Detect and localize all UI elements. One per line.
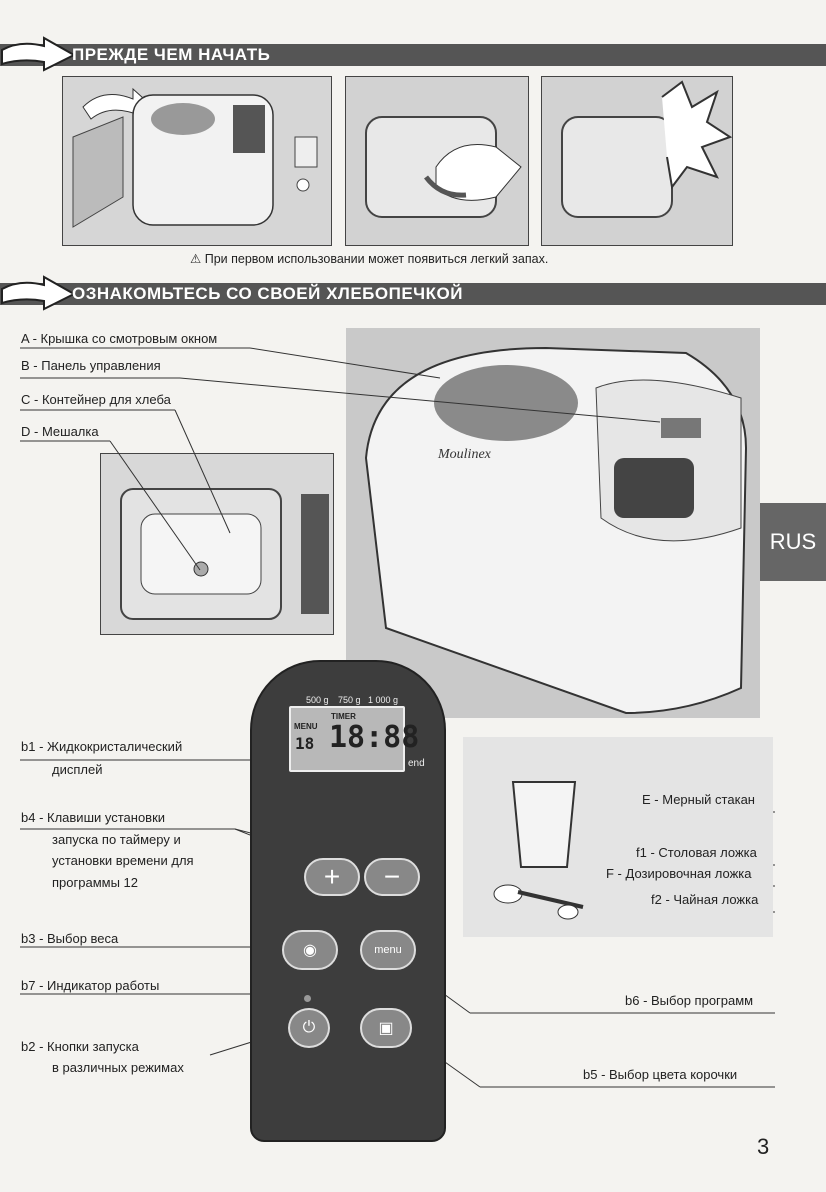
language-tab: RUS <box>760 503 826 581</box>
label-b4-line3: установки времени для <box>52 853 194 868</box>
label-f1: f1 - Столовая ложка <box>636 845 757 860</box>
label-b4-line4: программы 12 <box>52 875 138 890</box>
label-e: E - Мерный стакан <box>642 792 755 807</box>
label-b4: b4 - Клавиши установки <box>21 810 165 825</box>
program-number: 18 <box>295 734 314 753</box>
lcd-display: TIMER MENU 18 18:88 <box>289 706 405 772</box>
menu-button[interactable]: menu <box>360 930 416 970</box>
label-f: F - Дозировочная ложка <box>606 866 751 881</box>
page-number: 3 <box>757 1134 769 1160</box>
crust-icon: ▣ <box>378 1018 393 1038</box>
weight-icon: ◉ <box>303 940 317 960</box>
label-b2: b2 - Кнопки запуска <box>21 1039 139 1054</box>
label-b2-line2: в различных режимах <box>52 1060 184 1075</box>
label-b1: b1 - Жидкокристалический <box>21 739 182 754</box>
label-b3: b3 - Выбор веса <box>21 931 118 946</box>
label-b6: b6 - Выбор программ <box>625 993 753 1008</box>
photo-accessories <box>463 737 773 937</box>
label-b1-line2: дисплей <box>52 762 102 777</box>
power-icon: ⏻ <box>303 1019 316 1037</box>
status-indicator-light <box>304 995 311 1002</box>
start-stop-button[interactable]: ⏻ <box>288 1008 330 1048</box>
plus-button[interactable]: + <box>304 858 360 896</box>
weight-button[interactable]: ◉ <box>282 930 338 970</box>
time-digits: 18:88 <box>329 720 419 755</box>
weight-500: 500 g <box>306 695 329 705</box>
weight-1000: 1 000 g <box>368 695 398 705</box>
minus-button[interactable]: − <box>364 858 420 896</box>
end-label: end <box>408 758 425 769</box>
menu-label: MENU <box>294 722 318 731</box>
label-b7: b7 - Индикатор работы <box>21 978 159 993</box>
label-b4-line2: запуска по таймеру и <box>52 832 181 847</box>
label-b5: b5 - Выбор цвета корочки <box>583 1067 737 1082</box>
label-f2: f2 - Чайная ложка <box>651 892 758 907</box>
control-panel: 500 g 750 g 1 000 g TIMER MENU 18 18:88 … <box>250 660 446 1142</box>
weight-750: 750 g <box>338 695 361 705</box>
crust-color-button[interactable]: ▣ <box>360 1008 412 1048</box>
